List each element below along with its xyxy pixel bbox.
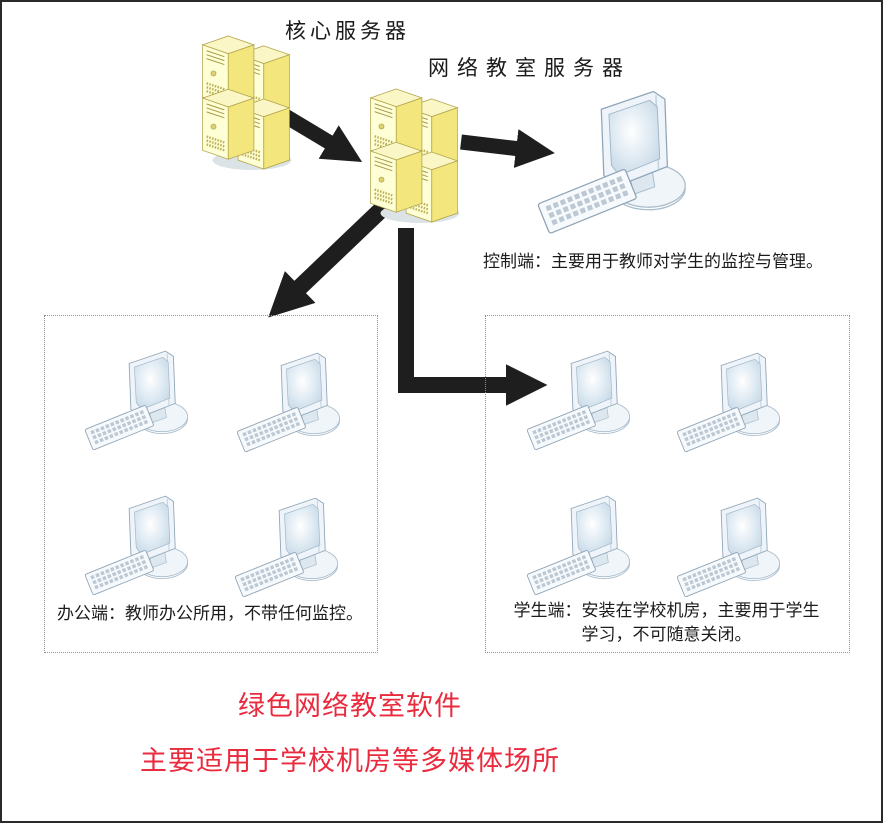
student-workstation-icon: [675, 496, 782, 599]
footer-subtitle: 主要适用于学校机房等多媒体场所: [140, 746, 560, 777]
arrow-network-to-students: [398, 228, 548, 406]
arrow-network-to-office: [268, 199, 391, 318]
arrow-network-to-control: [460, 129, 555, 168]
student-caption: 学生端：安装在学校机房，主要用于学生 学习，不可随意关闭。: [485, 599, 848, 647]
office-workstation-icon: [233, 496, 340, 599]
office-caption: 办公端：教师办公所用，不带任何监控。: [57, 604, 363, 624]
footer-title: 绿色网络教室软件: [238, 691, 462, 722]
office-group-box: [44, 315, 378, 653]
student-group-box: [485, 315, 850, 653]
student-workstation-icon: [525, 494, 632, 597]
office-workstation-icon: [235, 351, 342, 454]
office-workstation-icon: [83, 494, 190, 597]
student-workstation-icon: [675, 351, 782, 454]
core-server-icon: [201, 34, 293, 172]
core-server-label: 核心服务器: [285, 19, 410, 43]
student-caption-line2: 学习，不可随意关闭。: [581, 625, 752, 645]
office-workstation-icon: [83, 349, 190, 452]
network-server-icon: [369, 87, 461, 225]
control-caption: 控制端：主要用于教师对学生的监控与管理。: [483, 252, 823, 272]
student-workstation-icon: [525, 349, 632, 452]
network-server-label: 网络教室服务器: [428, 56, 631, 80]
student-caption-line1: 学生端：安装在学校机房，主要用于学生: [513, 601, 820, 621]
control-workstation-icon: [525, 80, 703, 239]
